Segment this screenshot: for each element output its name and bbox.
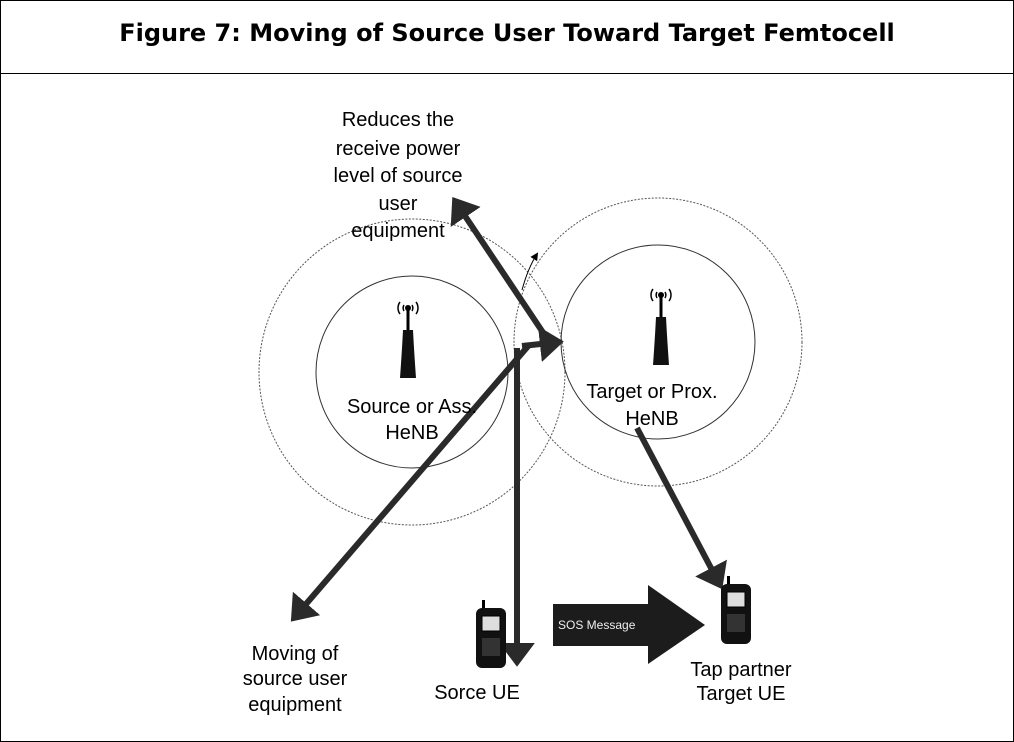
svg-text:equipment: equipment (351, 220, 445, 242)
svg-text:Source or Ass.: Source or Ass. (347, 396, 477, 418)
target-henb-label: Target or Prox. HeNB (586, 381, 717, 430)
svg-text:HeNB: HeNB (625, 408, 678, 430)
source-phone-icon (476, 600, 506, 668)
moving-label: Moving of source user equipment (243, 643, 348, 716)
svg-text:level of source: level of source (334, 165, 463, 187)
target-tower-icon (650, 288, 672, 365)
svg-text:equipment: equipment (248, 694, 342, 716)
svg-text:Reduces the: Reduces the (342, 109, 454, 131)
svg-text:Tap partner: Tap partner (690, 659, 792, 681)
svg-text:user: user (379, 193, 418, 215)
svg-text:receive power: receive power (336, 138, 461, 160)
reduces-power-label: Reduces the receive power level of sourc… (334, 109, 463, 242)
moving-arrow (290, 343, 532, 622)
sos-message-label: SOS Message (558, 618, 636, 632)
svg-text:HeNB: HeNB (385, 422, 438, 444)
sos-message-arrow (553, 585, 705, 664)
target-ue-label: Tap partner Target UE (690, 659, 792, 705)
target-outer-cell (513, 197, 803, 487)
short-right-arrow (521, 326, 564, 362)
target-phone-icon (721, 576, 751, 644)
reduce-power-arrow (450, 197, 547, 336)
source-tower-icon (397, 301, 419, 378)
figure-header: Figure 7: Moving of Source User Toward T… (1, 1, 1013, 74)
svg-text:Target UE: Target UE (697, 683, 786, 705)
figure-title: Figure 7: Moving of Source User Toward T… (119, 19, 895, 47)
source-ue-label: Sorce UE (434, 682, 520, 704)
source-outer-cell (258, 218, 566, 526)
svg-text:Moving of: Moving of (252, 643, 339, 665)
movement-direction-arrow (521, 252, 539, 291)
source-henb-label: Source or Ass. HeNB (347, 396, 477, 444)
target-link-arrow (634, 426, 727, 590)
svg-text:source user: source user (243, 668, 348, 690)
svg-text:Target or Prox.: Target or Prox. (586, 381, 717, 403)
